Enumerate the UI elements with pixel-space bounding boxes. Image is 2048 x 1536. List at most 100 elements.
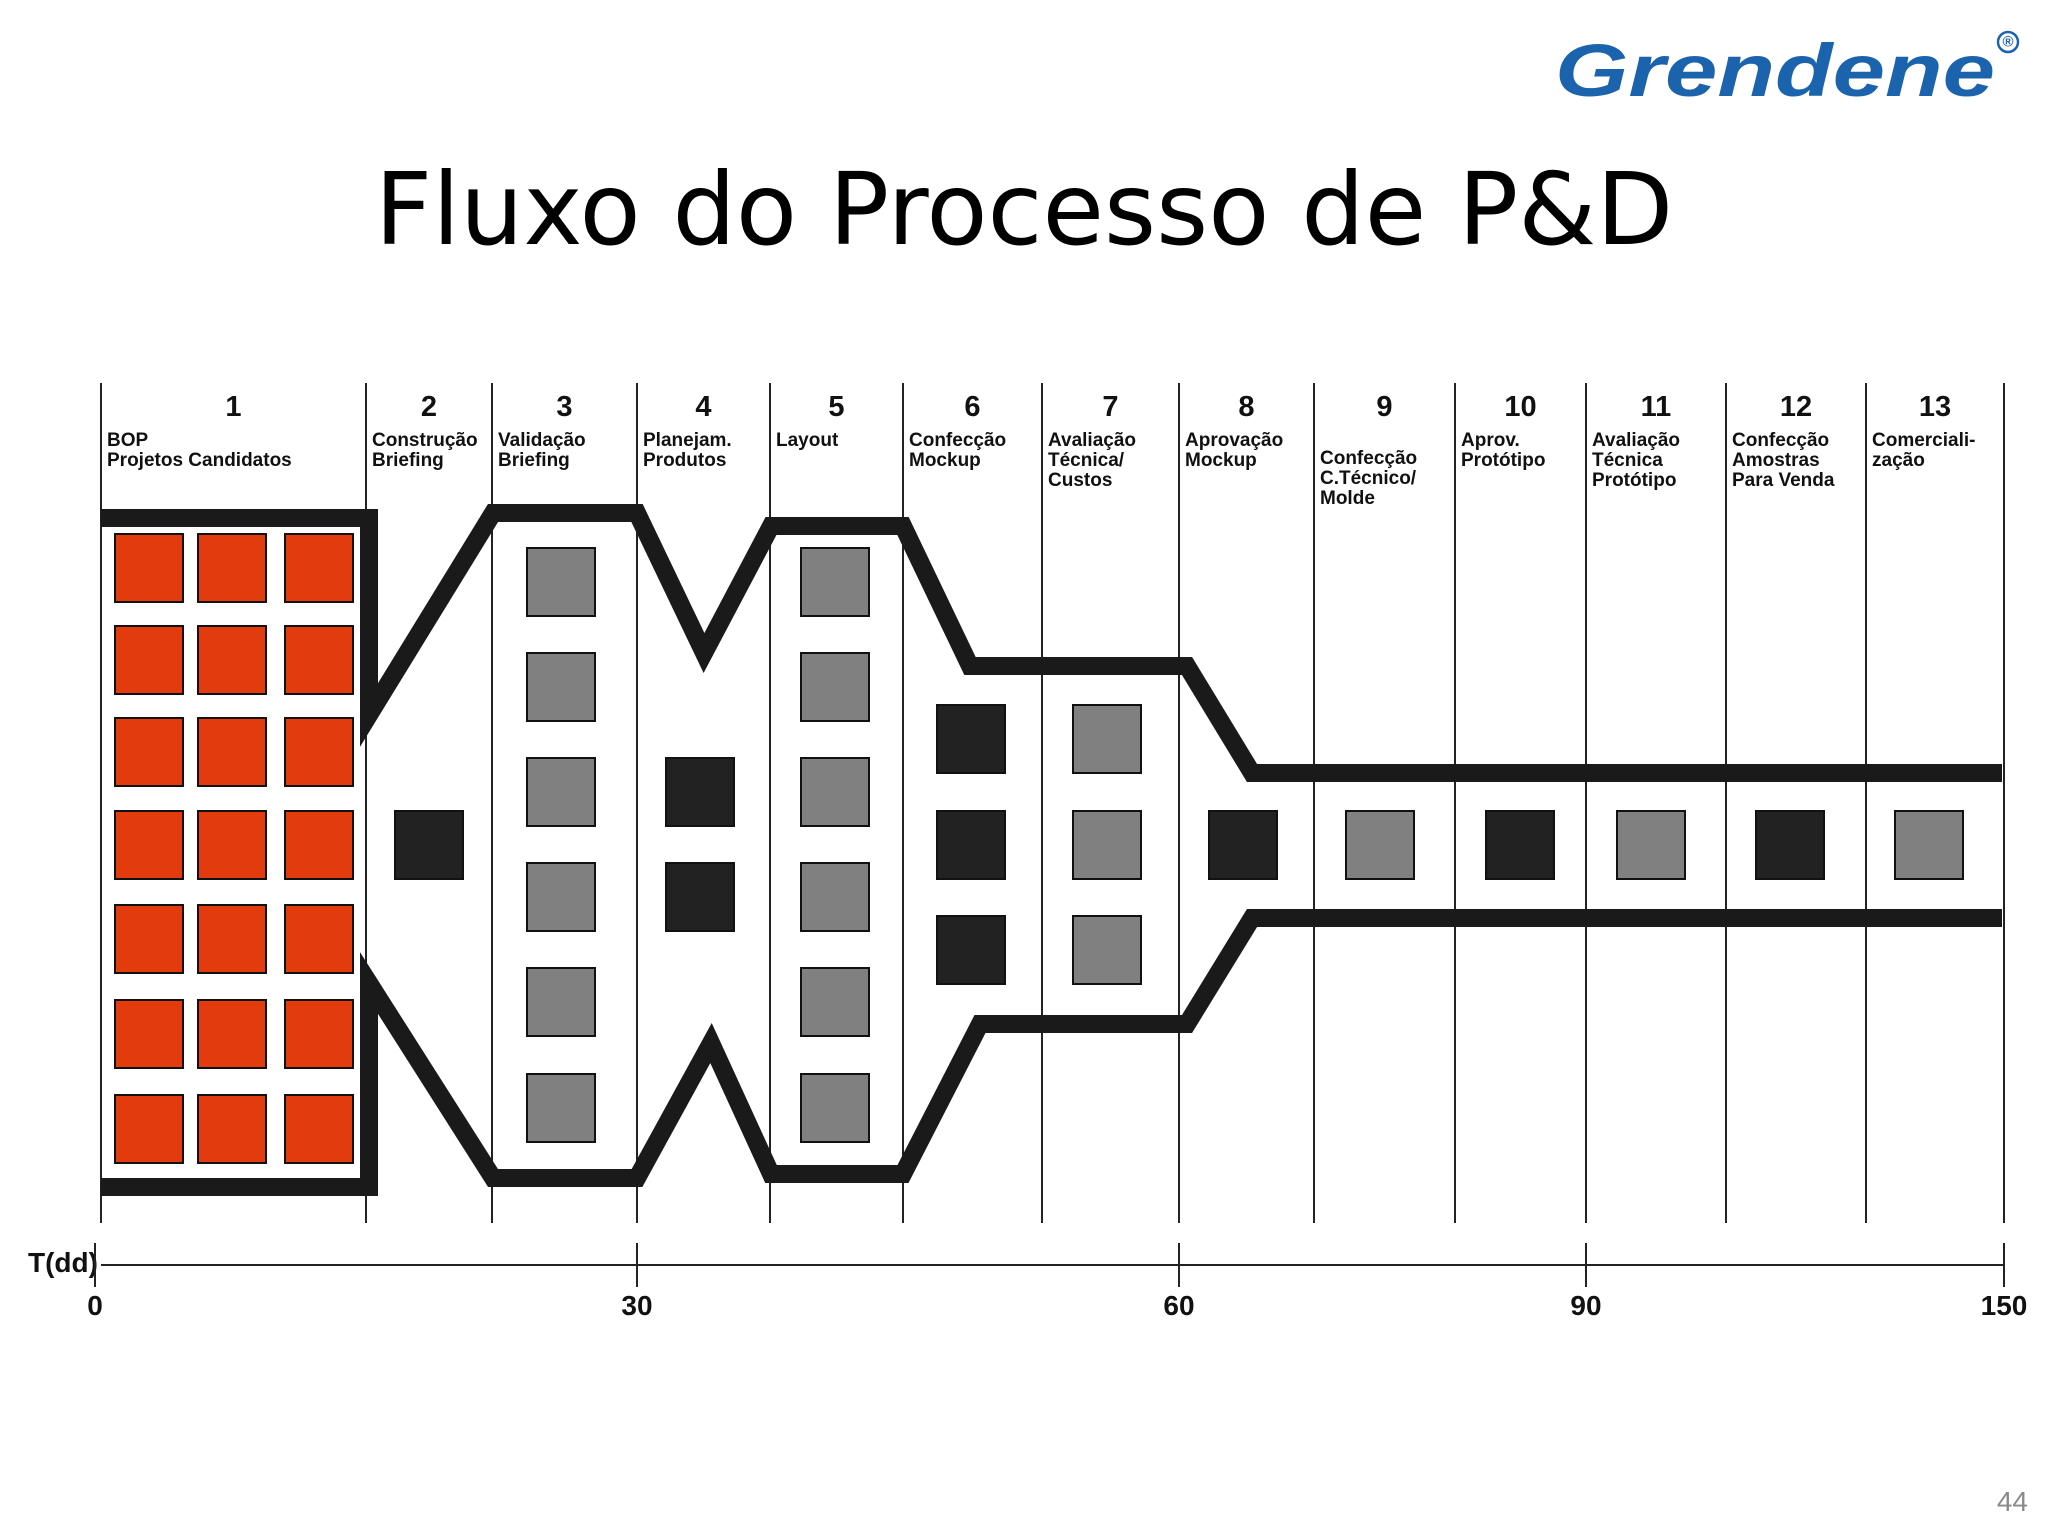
- black-project-box: [1755, 810, 1825, 880]
- stage-name-line: Comerciali-: [1872, 430, 1975, 451]
- stage-name-line: Construção: [372, 430, 478, 451]
- stage-name-line: Produtos: [643, 450, 726, 471]
- stage-name-line: Aprov.: [1461, 430, 1520, 451]
- stage-name-line: Protótipo: [1592, 470, 1676, 491]
- stage-name-line: Confecção: [909, 430, 1006, 451]
- funnel-outline-bottom: [101, 909, 2002, 1196]
- stage-name-line: BOP: [107, 430, 149, 451]
- candidate-project-box: [114, 810, 184, 880]
- stage-name-line: Molde: [1320, 488, 1375, 509]
- gray-project-box: [526, 862, 596, 932]
- page-title: Fluxo do Processo de P&D: [374, 151, 1674, 268]
- gray-project-box: [1894, 810, 1964, 880]
- black-project-box: [936, 915, 1006, 985]
- gray-project-box: [526, 547, 596, 617]
- stage-number: 11: [1641, 391, 1672, 423]
- stage-number: 2: [421, 391, 437, 423]
- stage-name-line: zação: [1872, 450, 1925, 471]
- stage-name-line: Avaliação: [1048, 430, 1136, 451]
- stage-name-line: Confecção: [1320, 448, 1417, 469]
- black-project-box: [1485, 810, 1555, 880]
- stage-name-line: Mockup: [909, 450, 981, 471]
- candidate-project-box: [197, 625, 267, 695]
- stage-name-line: Mockup: [1185, 450, 1257, 471]
- candidate-project-box: [197, 999, 267, 1069]
- stage-name-line: C.Técnico/: [1320, 468, 1417, 489]
- candidate-project-box: [284, 904, 354, 974]
- stage-name-line: Briefing: [372, 450, 444, 471]
- stage-name-line: Layout: [776, 430, 839, 451]
- gray-project-box: [800, 862, 870, 932]
- time-axis-tick-label: 90: [1570, 1290, 1601, 1321]
- candidate-project-box: [284, 717, 354, 787]
- stage-number: 6: [964, 391, 980, 423]
- candidate-project-box: [114, 999, 184, 1069]
- candidate-project-box: [197, 1094, 267, 1164]
- candidate-project-box: [114, 717, 184, 787]
- stage-number: 1: [225, 391, 241, 423]
- gray-project-box: [1072, 810, 1142, 880]
- candidate-project-box: [197, 810, 267, 880]
- gray-project-box: [800, 757, 870, 827]
- gray-project-box: [526, 757, 596, 827]
- gray-project-box: [800, 1073, 870, 1143]
- black-project-box: [665, 862, 735, 932]
- stage-name-line: Técnica: [1592, 450, 1663, 471]
- registered-mark: ®: [2002, 34, 2013, 51]
- stage-name-line: Amostras: [1732, 450, 1820, 471]
- stage-name-line: Avaliação: [1592, 430, 1680, 451]
- candidate-project-box: [197, 533, 267, 603]
- time-axis-label: T(dd): [28, 1247, 98, 1278]
- black-project-box: [665, 757, 735, 827]
- candidate-project-box: [284, 533, 354, 603]
- candidate-project-box: [114, 904, 184, 974]
- candidate-project-box: [284, 999, 354, 1069]
- project-boxes: [114, 533, 1964, 1164]
- gray-project-box: [526, 652, 596, 722]
- gray-project-box: [526, 967, 596, 1037]
- black-project-box: [1208, 810, 1278, 880]
- stage-dividers: [100, 383, 2005, 1223]
- stage-name-line: Protótipo: [1461, 450, 1545, 471]
- stage-name-line: Para Venda: [1732, 470, 1835, 491]
- gray-project-box: [526, 1073, 596, 1143]
- candidate-project-box: [284, 625, 354, 695]
- stage-name-line: Projetos Candidatos: [107, 450, 292, 471]
- stage-name-line: Técnica/: [1048, 450, 1125, 471]
- grendene-logo: Grendene ®: [1555, 29, 2020, 112]
- funnel-outline-top: [101, 504, 2002, 782]
- candidate-project-box: [284, 1094, 354, 1164]
- stage-number: 12: [1780, 391, 1812, 423]
- black-project-box: [936, 704, 1006, 774]
- candidate-project-box: [114, 1094, 184, 1164]
- logo-wordmark: Grendene: [1555, 29, 1995, 112]
- candidate-project-box: [114, 625, 184, 695]
- gray-project-box: [1616, 810, 1686, 880]
- gray-project-box: [1345, 810, 1415, 880]
- time-axis-tick-label: 0: [87, 1290, 103, 1321]
- stage-name-line: Validação: [498, 430, 586, 451]
- stage-number: 13: [1919, 391, 1951, 423]
- stage-name-line: Confecção: [1732, 430, 1829, 451]
- page-number: 44: [1996, 1486, 2028, 1517]
- stage-number: 10: [1504, 391, 1536, 423]
- candidate-project-box: [197, 717, 267, 787]
- gray-project-box: [1072, 915, 1142, 985]
- gray-project-box: [1072, 704, 1142, 774]
- candidate-project-box: [197, 904, 267, 974]
- stage-number: 8: [1238, 391, 1254, 423]
- registered-mark-circle: [1996, 30, 2020, 54]
- stage-name-line: Custos: [1048, 470, 1112, 491]
- time-axis-tick-label: 30: [621, 1290, 652, 1321]
- time-axis-tick-label: 150: [1981, 1290, 2028, 1321]
- stage-name-line: Planejam.: [643, 430, 732, 451]
- gray-project-box: [800, 652, 870, 722]
- candidate-project-box: [114, 533, 184, 603]
- gray-project-box: [800, 967, 870, 1037]
- black-project-box: [936, 810, 1006, 880]
- stage-number: 3: [556, 391, 572, 423]
- stage-number: 5: [828, 391, 844, 423]
